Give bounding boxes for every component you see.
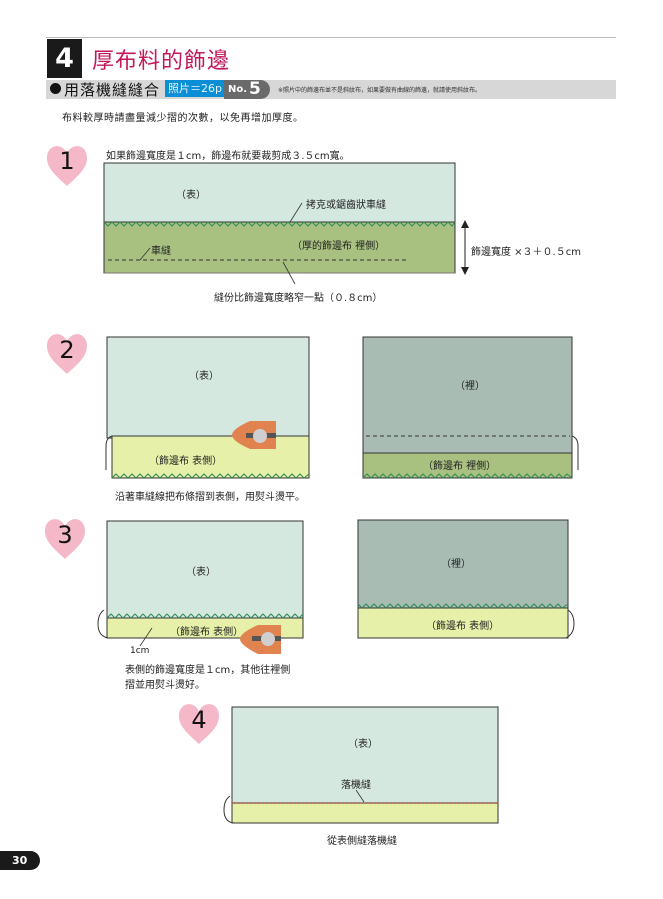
- fabric-back: [362, 336, 573, 454]
- zigzag-stitch: [111, 473, 310, 479]
- label-back: （裡）: [455, 381, 485, 392]
- label-width: 飾邊寬度 ×３＋０.５cm: [471, 247, 581, 258]
- label-overlock: 拷克或鋸齒狀車縫: [306, 200, 386, 211]
- step-number-3: 3: [57, 521, 73, 549]
- label-back: （裡）: [441, 559, 471, 570]
- step-2-diagram: [47, 334, 579, 479]
- photo-reference: 照片＝26p: [165, 80, 225, 97]
- stitch-leader: [139, 247, 151, 261]
- label-trim-front-right: （飾邊布 表側）: [426, 621, 500, 632]
- allowance-leader: [282, 261, 296, 285]
- fold-edge: [223, 795, 235, 824]
- fold-edge: [105, 435, 113, 470]
- step-3-diagram: [45, 519, 575, 654]
- label-stitch: 車縫: [151, 246, 171, 257]
- label-allowance: 縫份比飾邊寬度略窄一點（０.８cm）: [214, 293, 383, 304]
- step-3-caption-line-1: 表側的飾邊寬度是１cm，其他往裡側: [125, 665, 291, 676]
- step-number-2: 2: [59, 336, 75, 364]
- ditch-leader: [355, 789, 365, 803]
- zigzag-stitch: [357, 603, 569, 609]
- step-1-caption: 如果飾邊寬度是１cm，飾邊布就要裁剪成３.５cm寬。: [106, 151, 350, 162]
- trim-fabric-front: [231, 802, 499, 824]
- label-ditch-stitch: 落機縫: [341, 780, 371, 791]
- chapter-title: 厚布料的飾邊: [92, 49, 231, 74]
- iron-knob: [261, 632, 275, 646]
- label-front: （表）: [348, 739, 378, 750]
- header-note: ※照片中的飾邊布並不是斜紋布，如果要做有曲線的飾邊，就請使用斜紋布。: [278, 87, 482, 94]
- chapter-number: 4: [47, 39, 82, 78]
- step-number-1: 1: [59, 147, 75, 175]
- label-trim-back: （飾邊布 裡側）: [423, 461, 497, 472]
- top-rule: [46, 37, 616, 38]
- intro-text: 布料較厚時請盡量減少摺的次數，以免再增加厚度。: [62, 113, 304, 124]
- fabric-back: [357, 519, 569, 609]
- label-trim-front: （飾邊布 表側）: [149, 456, 223, 467]
- number-badge-value: 5: [249, 79, 261, 99]
- number-badge: No.5: [224, 80, 270, 99]
- overlock-leader: [289, 202, 303, 223]
- fabric-front: [103, 162, 456, 223]
- arrow-down-icon: [461, 267, 469, 275]
- label-measure: 1cm: [130, 646, 150, 656]
- fold-edge: [571, 435, 579, 470]
- bullet-icon: [50, 83, 61, 94]
- trim-fabric-back: [362, 452, 573, 479]
- trim-fabric-front: [111, 435, 310, 479]
- zigzag-stitch: [106, 613, 304, 619]
- page-number: 30: [0, 851, 40, 870]
- step-2-caption: 沿著車縫線把布條摺到表側，用熨斗燙平。: [115, 492, 305, 503]
- fabric-front: [231, 706, 499, 804]
- step-number-4: 4: [191, 706, 207, 734]
- fold-edge: [97, 609, 109, 639]
- arrow-up-icon: [461, 220, 469, 228]
- label-trim-front: （飾邊布 表側）: [170, 627, 244, 638]
- trim-fabric-front: [357, 607, 569, 639]
- zigzag-stitch: [103, 221, 456, 227]
- section-subtitle: 用落機縫縫合: [64, 81, 161, 99]
- fabric-front: [106, 336, 310, 439]
- label-front: （表）: [176, 190, 206, 201]
- label-front: （表）: [186, 567, 216, 578]
- step-4-diagram: [179, 704, 499, 824]
- label-front: （表）: [189, 371, 219, 382]
- number-badge-prefix: No.: [228, 84, 248, 95]
- fold-edge: [565, 609, 575, 639]
- fabric-front: [106, 520, 304, 619]
- label-trim-back: （厚的飾邊布 裡側）: [292, 241, 386, 252]
- step-1-diagram: [47, 146, 469, 285]
- step-3-caption-line-2: 摺並用熨斗燙好。: [125, 680, 205, 691]
- iron-knob: [253, 429, 267, 443]
- zigzag-stitch: [362, 473, 573, 479]
- step-4-caption: 從表側縫落機縫: [327, 836, 397, 847]
- measure-leader: [139, 627, 153, 647]
